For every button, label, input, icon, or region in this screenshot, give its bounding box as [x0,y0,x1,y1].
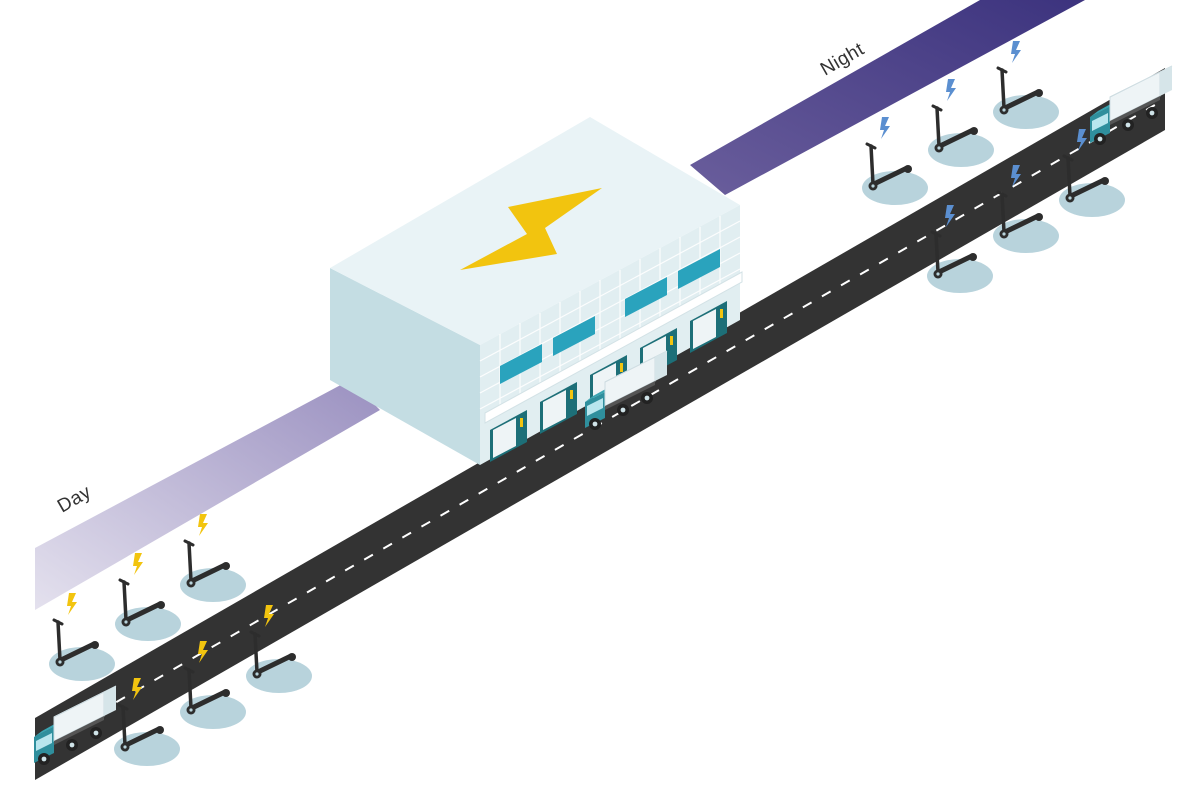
day-scooter [115,553,181,641]
lightning-bolt-icon [198,641,208,663]
charging-warehouse-icon [330,117,743,465]
building-windows [500,249,720,384]
night-scooter [993,41,1059,129]
day-band [35,380,380,610]
day-label: Day [54,481,95,517]
night-scooter [862,117,928,205]
lightning-bolt-icon [132,678,142,700]
lightning-bolt-icon [1077,129,1087,151]
lightning-bolt-icon [880,117,890,139]
lightning-bolt-icon [133,553,143,575]
lightning-bolt-icon [1011,41,1021,63]
day-scooter [49,593,115,681]
lightning-bolt-icon [946,79,956,101]
lightning-bolt-icon [460,188,602,270]
lightning-bolt-icon [67,593,77,615]
lightning-bolt-icon [264,605,274,627]
lightning-bolt-icon [198,514,208,536]
lightning-bolt-icon [1011,165,1021,187]
day-scooter [114,678,180,766]
lightning-bolt-icon [945,205,955,227]
day-scooter [246,605,312,693]
day-scooter [180,514,246,602]
day-scooter [180,641,246,729]
night-scooter [928,79,994,167]
night-scooter [927,205,993,293]
building-left-face [330,268,480,465]
loading-canopy [484,271,743,424]
night-scooter [1059,129,1125,217]
scooter-fleet [49,41,1125,766]
night-scooter [993,165,1059,253]
night-band [690,0,1085,195]
